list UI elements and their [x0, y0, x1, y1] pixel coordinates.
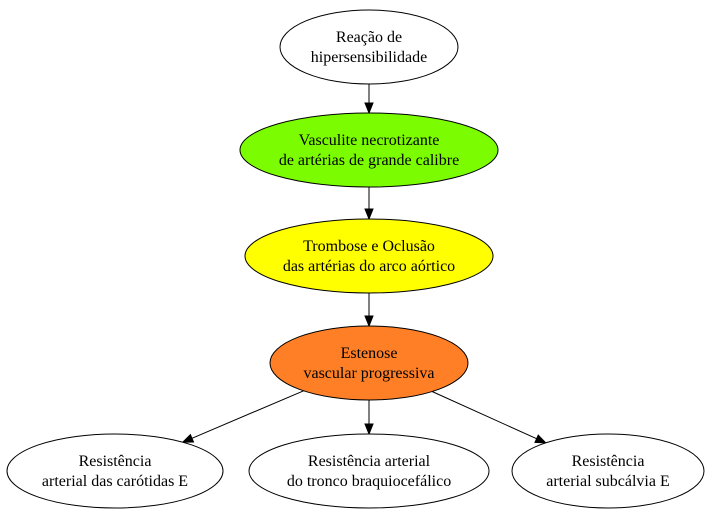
edge-estenose-to-subclavia — [431, 391, 547, 444]
node-label-line: Resistência — [572, 453, 645, 470]
node-label-line: de artérias de grande calibre — [279, 152, 459, 169]
edge-trombose-to-estenose — [364, 293, 374, 328]
node-label-line: Reação de — [336, 29, 402, 46]
node-ellipse — [279, 9, 459, 85]
node-label-line: Resistência arterial — [308, 453, 431, 470]
node-label-line: Resistência — [79, 453, 152, 470]
arrow-head — [534, 434, 547, 444]
node-label-line: Vasculite necrotizante — [299, 132, 440, 149]
edge-estenose-to-braquiocefalico — [364, 400, 374, 436]
node-ellipse — [6, 433, 224, 509]
node-carotidas: Resistência arterial das carótidas E — [6, 433, 224, 509]
node-trombose: Trombose e Oclusão das artérias do arco a… — [244, 218, 494, 294]
node-subclavia: Resistência arterial subcálvia E — [511, 433, 705, 509]
edge-vasculite-to-trombose — [364, 187, 374, 221]
arrow-head — [364, 423, 374, 436]
node-ellipse — [248, 433, 490, 509]
node-label-line: vascular progressiva — [303, 365, 434, 382]
node-label-line: arterial das carótidas E — [42, 473, 188, 490]
node-label-line: Trombose e Oclusão — [303, 238, 435, 255]
node-braquiocefalico: Resistência arterial do tronco braquiocef… — [248, 433, 490, 509]
node-label-line: hipersensibilidade — [311, 49, 427, 66]
node-label-line: das artérias do arco aórtico — [283, 258, 455, 275]
node-ellipse — [511, 433, 705, 509]
arrow-head — [181, 433, 195, 443]
node-ellipse — [244, 218, 494, 294]
edges-layer — [181, 84, 547, 444]
edge-line — [191, 390, 304, 439]
edge-line — [431, 391, 537, 440]
node-estenose: Estenose vascular progressiva — [269, 325, 469, 401]
node-label-line: do tronco braquiocefálico — [287, 473, 451, 490]
node-label-line: Estenose — [341, 345, 398, 362]
node-hipersensibilidade: Reação de hipersensibilidade — [279, 9, 459, 85]
arrow-head — [364, 102, 374, 115]
edge-hipersensibilidade-to-vasculite — [364, 84, 374, 115]
node-label-line: arterial subcálvia E — [546, 473, 670, 490]
node-ellipse — [269, 325, 469, 401]
edge-estenose-to-carotidas — [181, 390, 304, 443]
arrow-head — [364, 208, 374, 221]
node-vasculite: Vasculite necrotizante de artérias de gra… — [239, 112, 499, 188]
arrow-head — [364, 315, 374, 328]
node-ellipse — [239, 112, 499, 188]
